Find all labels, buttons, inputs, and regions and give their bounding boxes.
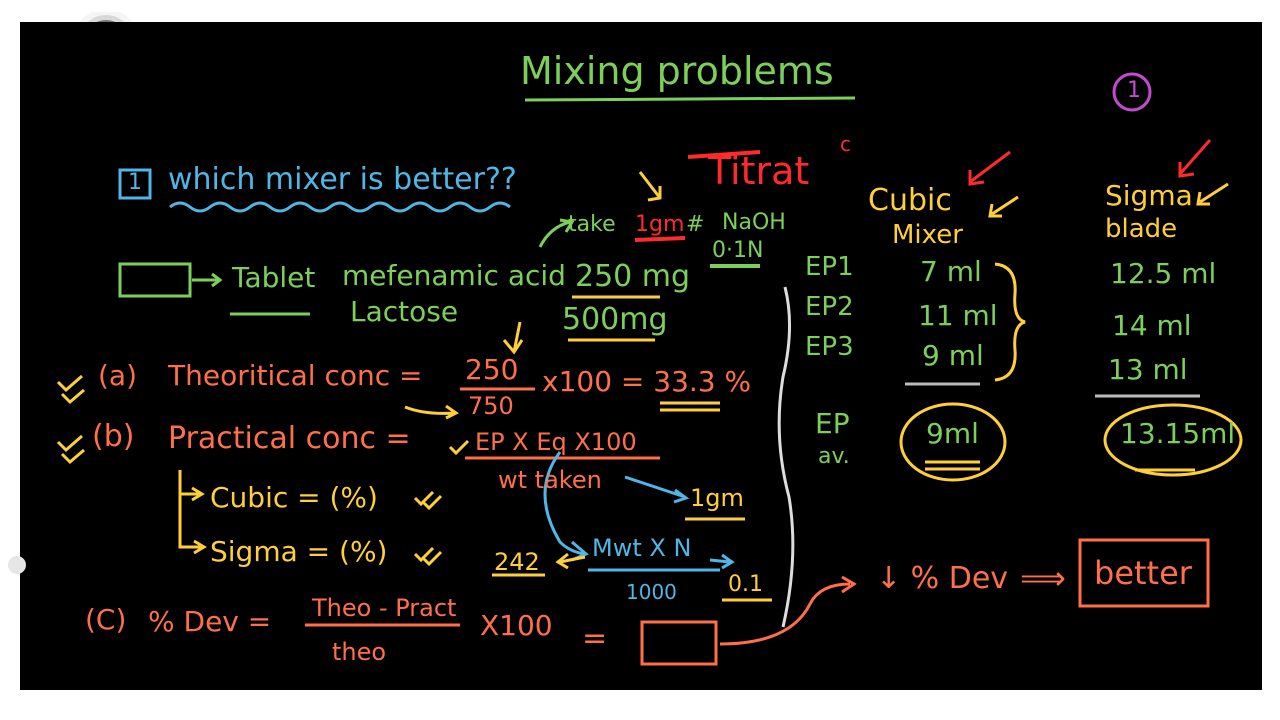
sigma-average: 13.15ml <box>1120 417 1236 450</box>
cubic-percent: Cubic = (%) <box>210 481 378 514</box>
blackboard: Mixing problems 1 1 which mixer is bette… <box>20 22 1262 690</box>
percent-dev-label: % Dev = <box>148 605 272 638</box>
naoh-normality: 0·1N <box>712 238 764 263</box>
titration-superscript: c <box>840 132 851 156</box>
sigma-ep2: 14 ml <box>1112 309 1192 342</box>
cubic-ep1: 7 ml <box>920 255 982 288</box>
title: Mixing problems <box>520 49 834 93</box>
theoretical-numerator: 250 <box>465 353 519 386</box>
sigma-percent: Sigma = (%) <box>210 535 388 568</box>
normality-value: 0.1 <box>728 572 763 597</box>
ep3-label: EP3 <box>805 332 854 362</box>
part-c-label: (C) <box>85 603 127 636</box>
cubic-average: 9ml <box>926 417 979 450</box>
sigma-blade-header: Sigma <box>1105 179 1193 212</box>
equivalent-weight: 242 <box>494 548 540 576</box>
sigma-ep3: 13 ml <box>1108 353 1188 386</box>
dev-numerator: Theo - Pract <box>312 594 457 622</box>
mefenamic-mass: 250 mg <box>575 259 691 294</box>
sigma-ep1: 12.5 ml <box>1110 257 1217 290</box>
lactose-label: Lactose <box>350 295 459 328</box>
question-text: which mixer is better?? <box>168 162 517 197</box>
titration-label: Titrat <box>708 149 810 193</box>
mwt-formula-numerator: Mwt X N <box>592 534 692 562</box>
cubic-mixer-header-2: Mixer <box>892 220 963 250</box>
theoretical-conc-label: Theoritical conc = <box>168 359 423 392</box>
lactose-mass: 500mg <box>562 302 668 337</box>
ep-average-label: EP <box>815 407 850 440</box>
lower-dev-label: ↓ % Dev <box>876 561 1009 596</box>
theoretical-denominator: 750 <box>468 392 514 420</box>
better-label: better <box>1094 554 1192 592</box>
cubic-ep3: 9 ml <box>922 339 984 372</box>
circled-number: 1 <box>1127 78 1141 103</box>
take-label: take <box>568 212 616 237</box>
ep2-label: EP2 <box>805 292 854 322</box>
mefenamic-acid-label: mefenamic acid <box>342 259 566 292</box>
practical-denominator: wt taken <box>498 466 602 494</box>
dev-multiplier: X100 <box>480 609 553 642</box>
tablet-label: Tablet <box>232 261 316 294</box>
dev-denominator: theo <box>332 638 387 666</box>
mwt-formula-denominator: 1000 <box>626 580 677 604</box>
part-a-label: (a) <box>98 359 138 392</box>
take-amount: 1gm <box>635 212 685 237</box>
cubic-mixer-header: Cubic <box>868 183 952 218</box>
naoh-label: NaOH <box>722 210 786 235</box>
part-b-label: (b) <box>92 419 135 454</box>
implies-arrow: ⟹ <box>1020 559 1066 597</box>
ep-average-sublabel: av. <box>818 444 850 469</box>
sigma-blade-header-2: blade <box>1105 214 1178 244</box>
cubic-ep2: 11 ml <box>918 299 998 332</box>
dev-equals: = <box>582 621 608 656</box>
practical-numerator: EP X Eq X100 <box>475 428 637 456</box>
board-strokes <box>56 72 1243 666</box>
question-number: 1 <box>128 170 142 195</box>
theoretical-result: x100 = 33.3 % <box>542 365 752 398</box>
ep1-label: EP1 <box>805 252 854 282</box>
weight-taken-value: 1gm <box>690 484 744 512</box>
hash-symbol: # <box>686 212 705 237</box>
side-handle[interactable] <box>8 556 26 574</box>
practical-conc-label: Practical conc = <box>168 421 411 456</box>
